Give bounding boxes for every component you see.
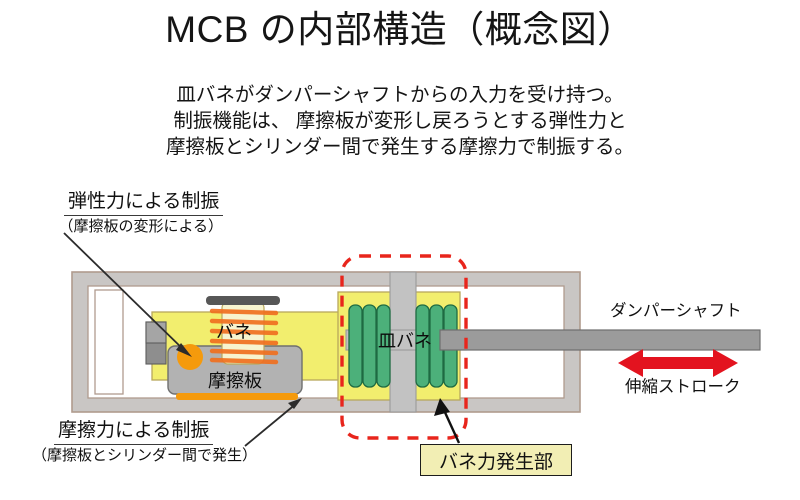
spring-coils [209,308,279,365]
subtitle-line-2: 制振機能は、 摩擦板が変形し戻ろうとする弾性力と [173,110,627,132]
friction-pad-strip [176,393,298,400]
leader-arrowhead-elastic [176,343,192,357]
spring-force-callout: バネ力発生部 [420,444,572,476]
leader-line-elastic [63,232,187,353]
friction-plate-label: 摩擦板 [208,371,262,391]
disc-spring-stack-left [348,304,391,388]
leader-line-callout [441,407,461,444]
subtitle-line-3: 摩擦板とシリンダー間で発生する摩擦力で制振する。 [165,136,634,158]
annotation-friction-title: 摩擦力による制振 [54,419,214,445]
leader-line-friction [244,402,298,447]
spring-force-region-outline [340,254,468,440]
leader-arrowhead-callout [434,398,450,416]
annotation-friction-note: （摩擦板とシリンダー間で発生） [32,447,258,464]
annotation-elastic-note: （摩擦板の変形による） [58,218,223,235]
spring-label: バネ [216,322,252,342]
damper-shaft [439,329,761,351]
annotation-elastic-title: 弾性力による制振 [64,190,224,216]
disc-spring-label: 皿バネ [378,331,432,351]
page-title: MCB の内部構造（概念図） [165,9,635,50]
left-chamber [94,289,124,395]
subtitle-line-1: 皿バネがダンパーシャフトからの入力を受け持つ。 [176,84,624,106]
leader-arrowhead-friction [288,398,302,409]
page-subtitle: 皿バネがダンパーシャフトからの入力を受け持つ。 制振機能は、 摩擦板が変形し戻ろ… [0,82,800,160]
damper-shaft-label: ダンパーシャフト [610,302,742,320]
spring-cap [206,296,280,305]
stroke-label: 伸縮ストローク [625,378,741,396]
annotation-friction-damping: 摩擦力による制振 （摩擦板とシリンダー間で発生） [32,419,257,466]
annotation-elastic-damping: 弾性力による制振 （摩擦板の変形による） [58,190,224,237]
stroke-arrow-icon [618,349,738,377]
